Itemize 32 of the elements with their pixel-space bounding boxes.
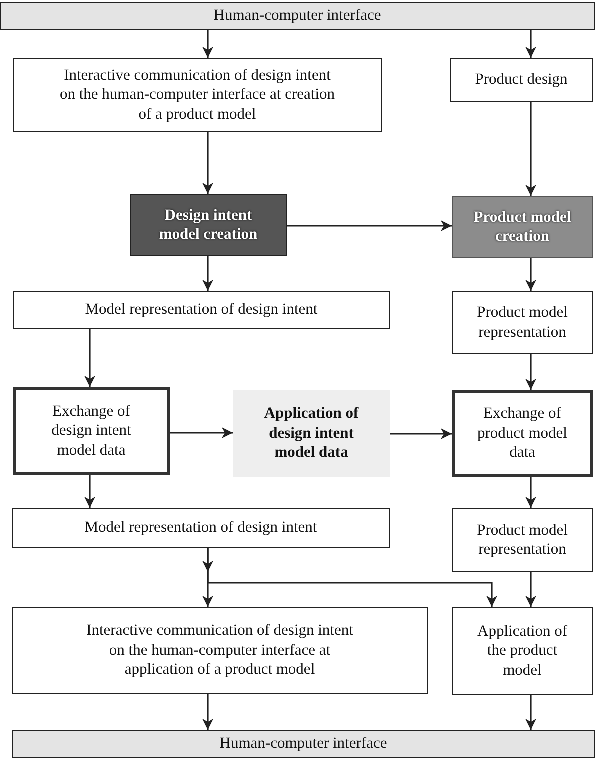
arrow [525, 354, 537, 390]
process-box: Interactive communication of design intent on the human-computer interface at creation of a product model [13, 58, 382, 132]
arrow [170, 427, 233, 439]
arrow [207, 548, 498, 607]
creation-box: Design intent model creation [130, 194, 287, 256]
arrow [202, 30, 214, 58]
process-box: Application of the product model [452, 607, 593, 695]
process-box: Product model representation [452, 508, 593, 572]
arrow [525, 477, 537, 508]
creation-box: Product model creation [452, 196, 593, 258]
arrow [390, 428, 452, 440]
arrow [202, 256, 214, 291]
application-box: Application of design intent model data [233, 390, 390, 477]
process-box: Product design [450, 58, 593, 102]
arrow [525, 30, 537, 58]
process-box: Interactive communication of design intent on the human-computer interface at application of a product model [12, 607, 428, 694]
arrow [525, 695, 537, 730]
arrow [84, 475, 96, 508]
arrow [202, 694, 214, 730]
arrow [525, 572, 537, 607]
interface-band: Human-computer interface [0, 2, 595, 30]
arrow [525, 258, 537, 291]
arrow [287, 220, 452, 232]
process-box: Model representation of design intent [13, 291, 390, 329]
arrow [84, 329, 96, 387]
interface-band: Human-computer interface [12, 730, 595, 758]
arrow [525, 102, 537, 196]
process-box: Product model representation [452, 291, 593, 354]
arrow [202, 132, 214, 194]
exchange-box: Exchange of product model data [452, 390, 593, 477]
exchange-box: Exchange of design intent model data [13, 387, 170, 475]
process-box: Model representation of design intent [12, 508, 390, 548]
